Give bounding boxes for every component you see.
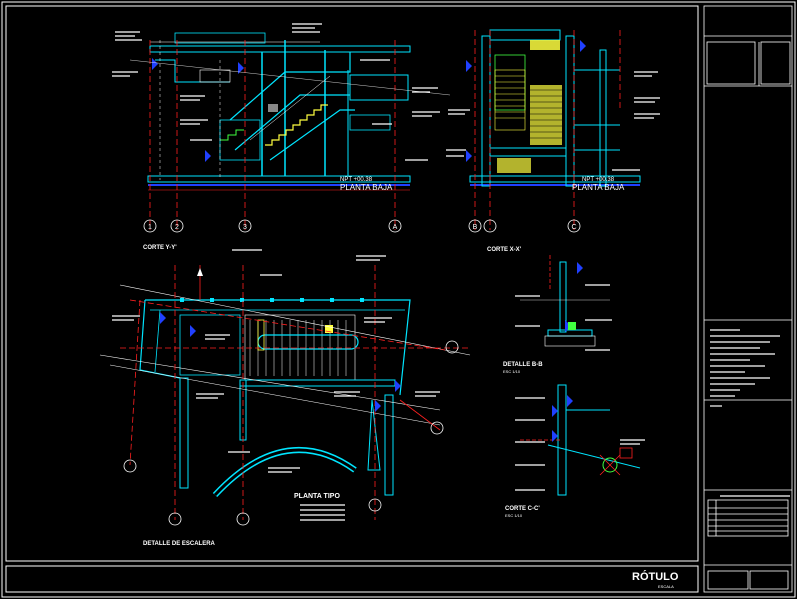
axis-label: C <box>571 224 576 231</box>
axis-label: 2 <box>175 224 179 231</box>
title-block-main: RÓTULO <box>632 570 679 583</box>
detail-b-title: DETALLE B-B <box>503 362 543 368</box>
axis-label: 3 <box>243 224 247 231</box>
plan-title: PLANTA TIPO <box>294 493 340 500</box>
axis-label: 1 <box>148 224 152 231</box>
section-y-title: CORTE Y-Y' <box>143 245 177 251</box>
section-x-drawing <box>466 29 641 230</box>
title-block-sub: ESCALA <box>658 584 674 589</box>
plan-drawing <box>99 265 471 520</box>
drawing-frame <box>5 5 699 562</box>
detail-b-scale: ESC 1/10 <box>503 369 521 374</box>
section-c-title: CORTE C-C' <box>505 506 540 512</box>
section-c-scale: ESC 1/10 <box>505 513 523 518</box>
title-block <box>703 5 793 593</box>
axis-bubble-labels: 1 2 3 A B C <box>148 224 576 231</box>
section-y-floor: PLANTA BAJA <box>340 183 393 192</box>
plan-subtitle: DETALLE DE ESCALERA <box>143 541 216 547</box>
section-y-drawing <box>129 32 451 230</box>
view-titles: CORTE Y-Y' NPT +00.38 PLANTA BAJA CORTE … <box>143 177 625 547</box>
axis-label: B <box>473 224 478 231</box>
axis-label: A <box>393 224 398 231</box>
legend-lines <box>710 329 790 497</box>
section-x-title: CORTE X-X' <box>487 247 522 253</box>
section-x-level: NPT +00.38 <box>582 177 615 183</box>
section-x-floor: PLANTA BAJA <box>572 183 625 192</box>
section-y-level: NPT +00.38 <box>340 177 373 183</box>
section-c-drawing <box>520 384 641 496</box>
annotation-marks <box>112 23 660 521</box>
axis-bubbles <box>123 219 581 526</box>
detail-b-drawing <box>520 255 610 347</box>
bottom-strip <box>5 565 699 593</box>
